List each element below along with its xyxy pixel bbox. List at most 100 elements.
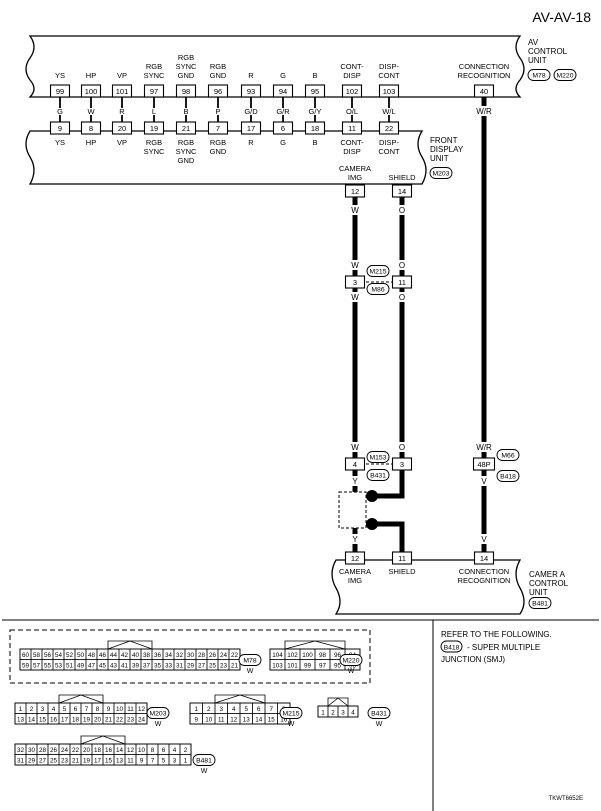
camera-unit-pin-box — [344, 551, 366, 565]
wire-color-label: O — [399, 293, 405, 302]
camera-unit-pin: 11 — [391, 551, 413, 565]
camera-unit-pin-box — [391, 551, 413, 565]
display-pin-number: 17 — [247, 124, 255, 133]
connector-tag-outline — [192, 754, 216, 766]
junction2-pin-box — [391, 457, 413, 471]
wire-label-gap — [51, 108, 69, 115]
connector-cell — [228, 659, 241, 671]
display-unit-name: UNIT — [430, 154, 449, 163]
wire-label-gap — [346, 260, 364, 270]
connector-pin-number: 28 — [39, 747, 47, 754]
connector-pin-number: 18 — [94, 747, 102, 754]
av-pin-box — [240, 84, 262, 98]
connector-pin-number: 45 — [99, 663, 107, 670]
refer-tag-label: B418 — [444, 644, 460, 651]
connector-latch — [214, 694, 266, 703]
wire-color-label: O/L — [346, 107, 358, 116]
av-pin-name: CONT- — [340, 62, 364, 71]
connector-pin-number: 16 — [280, 717, 288, 724]
camera-unit-name: CAMER A — [529, 570, 566, 579]
av-pin-name: VP — [117, 71, 127, 80]
connector-pin-number: 3 — [41, 706, 45, 713]
connector-latch — [58, 694, 104, 703]
wire-color-label: W — [87, 107, 95, 116]
av-pin-number: 96 — [214, 87, 222, 96]
junction1-tag-outline — [366, 283, 390, 295]
connector-pin-number: 13 — [17, 717, 25, 724]
av-pin: 96 — [207, 84, 229, 98]
av-connector-group-box — [9, 629, 371, 684]
connector-pin-number: 51 — [66, 663, 74, 670]
av-pin-connection-recognition-box — [473, 84, 495, 98]
wire-label-gap — [343, 108, 361, 115]
junction1-pin-number: 3 — [353, 278, 357, 287]
junction1-pin-box — [344, 275, 366, 289]
display-pin: 6 — [272, 121, 294, 135]
display-unit-name: FRONT — [430, 136, 458, 145]
junction3-tag: B418 — [496, 470, 520, 482]
junction1-pin: 11 — [391, 275, 413, 289]
connector-pin-number: 12 — [230, 717, 238, 724]
av-pin: 102 — [341, 84, 363, 98]
connector-pin-number: 31 — [17, 758, 25, 765]
connector-pin-number: 21 — [72, 758, 80, 765]
connector-pin-number: 102 — [287, 652, 298, 659]
connector-tag: B481 — [192, 754, 216, 766]
junction3-pin-box — [472, 457, 496, 471]
connector-pin-number: 16 — [105, 747, 113, 754]
av-pin-number: 93 — [247, 87, 255, 96]
display-connector-tag-outline — [429, 167, 453, 179]
wire-label-gap — [145, 108, 163, 115]
wire-label-gap — [346, 476, 364, 486]
connector-pin-number: 6 — [162, 747, 166, 754]
connector-pin-number: 4 — [52, 706, 56, 713]
connector-pin-number: 18 — [72, 717, 80, 724]
connector-pin-number: 5 — [162, 758, 166, 765]
connector-pin-number: 4 — [232, 706, 236, 713]
display-pin-box — [240, 121, 262, 135]
av-pin-number: 100 — [85, 87, 98, 96]
connector-tag: B431 — [367, 707, 391, 719]
connector-pin-number: 20 — [94, 717, 102, 724]
wire-label-gap — [380, 108, 398, 115]
av-pin-number: 95 — [311, 87, 319, 96]
shield-wire-upper-branch — [372, 470, 405, 499]
wire-color-label: W — [351, 206, 359, 215]
camera-connector-tag-label: B481 — [532, 601, 548, 608]
wire-color-label: G — [57, 107, 63, 116]
wire-label-gap — [475, 534, 493, 544]
wire-label-gap — [475, 476, 493, 486]
wire-label-gap — [242, 108, 260, 115]
connector-pin-number: 100 — [302, 652, 313, 659]
av-pin-box — [49, 84, 71, 98]
av-pin-name: RECOGNITION — [458, 71, 511, 80]
junction2-pin-box — [344, 457, 366, 471]
camera-unit-pin-name: CONNECTION — [459, 567, 509, 576]
wire-color-label: B — [183, 107, 188, 116]
camera-unit-pin-name: CAMERA — [339, 567, 371, 576]
av-connector-tag-label: M220 — [556, 73, 573, 80]
display-pin-box — [175, 121, 197, 135]
connector-pin-number: 32 — [17, 747, 25, 754]
av-connector-tag: M78 — [527, 69, 551, 81]
wire-color-label: W/R — [476, 107, 492, 116]
connector-pin-number: 37 — [143, 663, 151, 670]
connector-pin-number: 33 — [165, 663, 173, 670]
connector-pin-number: 29 — [28, 758, 36, 765]
shield-splice-dot — [366, 518, 378, 530]
connector-pin-number: 8 — [96, 706, 100, 713]
connector-pin-number: 96 — [334, 652, 342, 659]
junction2-tag-outline — [366, 469, 390, 481]
display-pin-name: SHIELD — [388, 173, 416, 182]
wire-label-gap — [346, 292, 364, 302]
connector-pin-number: 25 — [209, 663, 217, 670]
connector-pin-number: 11 — [127, 758, 134, 765]
connector-pin-number: 22 — [72, 747, 80, 754]
connector-pin-number: 44 — [110, 652, 118, 659]
connector-pin-number: 32 — [176, 652, 184, 659]
display-pin-name: VP — [117, 138, 127, 147]
refer-text: JUNCTION (SMJ) — [441, 655, 505, 664]
display-pin-box — [207, 121, 229, 135]
